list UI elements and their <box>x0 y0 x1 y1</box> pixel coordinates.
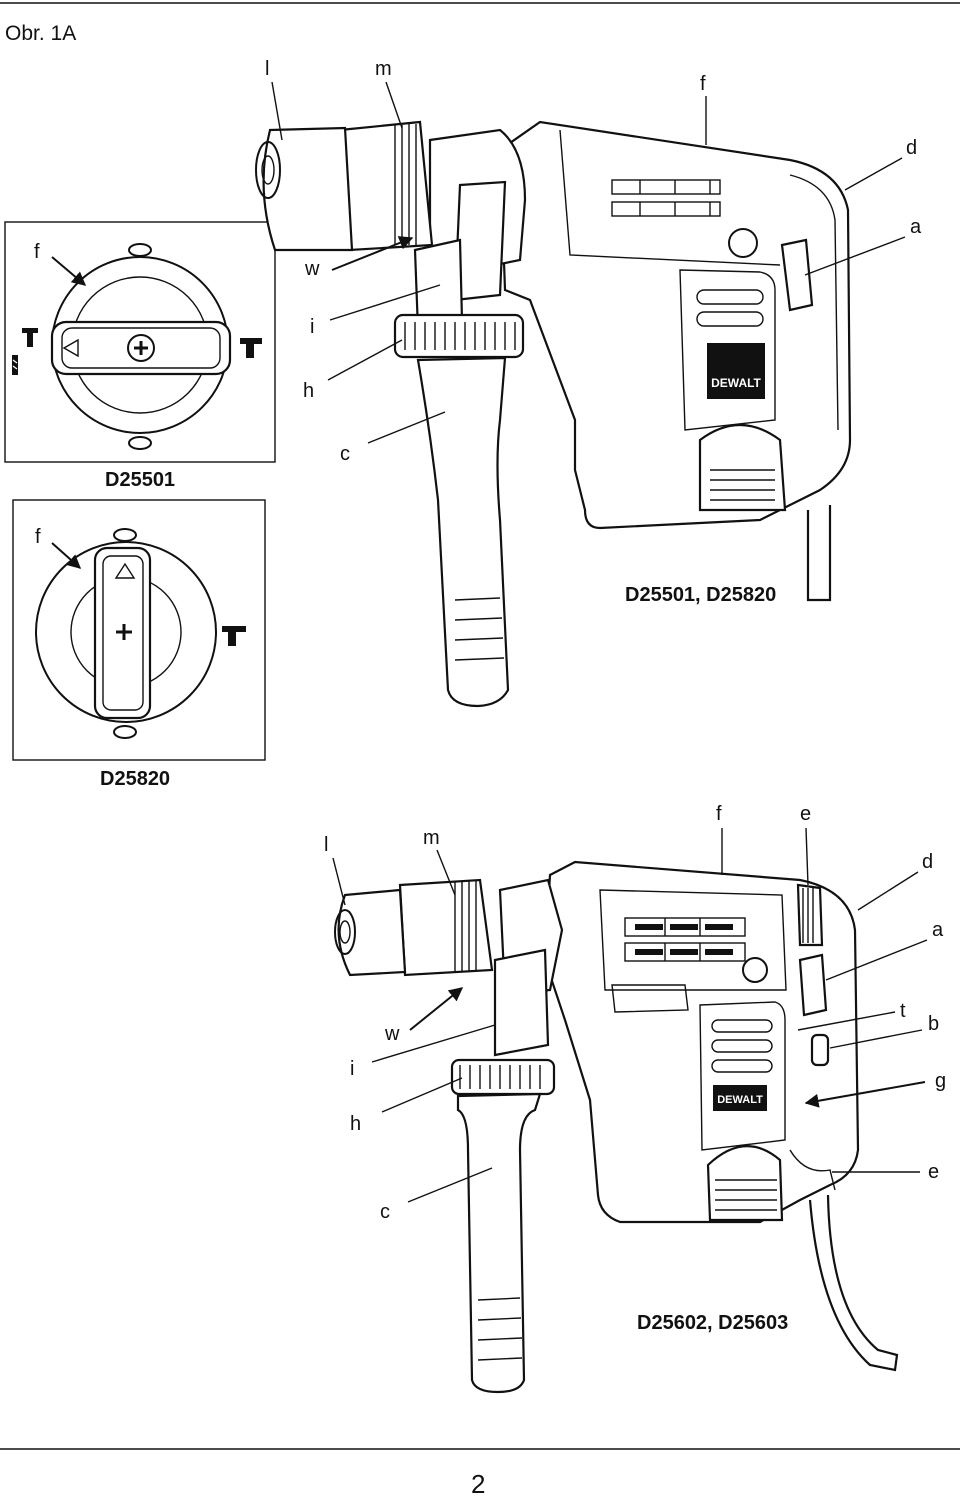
hammer-drill-icon <box>12 328 38 375</box>
brand-plate <box>713 1085 767 1111</box>
caption-d25820: D25820 <box>100 768 170 790</box>
vent-slots <box>611 179 721 217</box>
depth-ring <box>450 1058 556 1096</box>
brand-logo: DEWALT <box>711 376 761 390</box>
label-m: m <box>423 827 440 849</box>
label-f: f <box>34 241 40 263</box>
label-l: l <box>265 58 269 80</box>
motor-housing <box>498 120 852 530</box>
page-number: 2 <box>471 1469 485 1499</box>
label-g: g <box>935 1070 946 1092</box>
caption-bottom-drill: D25602, D25603 <box>637 1312 788 1334</box>
chuck-sleeve <box>338 120 434 252</box>
lock-ring-icon <box>128 243 152 257</box>
label-i: i <box>310 316 314 338</box>
label-t: t <box>900 1000 906 1022</box>
label-c: c <box>380 1201 390 1223</box>
label-b: b <box>928 1013 939 1035</box>
speed-dial <box>742 957 768 983</box>
label-h: h <box>350 1113 361 1135</box>
handle-collar <box>493 948 550 1057</box>
tool-holder <box>337 888 407 977</box>
label-e: e <box>928 1161 939 1183</box>
label-w: w <box>304 258 320 280</box>
chisel-icon <box>240 338 262 358</box>
caption-d25501: D25501 <box>105 469 175 491</box>
motor-housing <box>543 860 860 1224</box>
rear-collar <box>796 883 824 947</box>
label-d: d <box>906 137 917 159</box>
label-w: w <box>384 1023 400 1045</box>
bottom-drill-illustration: DEWALT l m f e d a <box>324 803 946 1394</box>
lock-button <box>810 1033 830 1067</box>
label-e: e <box>800 803 811 825</box>
label-a: a <box>910 216 922 238</box>
label-f: f <box>700 73 706 95</box>
handle-collar <box>453 180 507 302</box>
brand-plate <box>707 343 765 399</box>
label-d: d <box>922 851 933 873</box>
chisel-icon <box>222 626 246 646</box>
power-cord <box>806 505 832 602</box>
brand-logo: DEWALT <box>717 1094 763 1106</box>
label-l: l <box>324 834 328 856</box>
label-h: h <box>303 380 314 402</box>
caption-top-drill: D25501, D25820 <box>625 584 776 606</box>
depth-ring <box>393 313 525 359</box>
label-f: f <box>716 803 722 825</box>
inset-d25501: f <box>4 221 276 463</box>
label-i: i <box>350 1058 354 1080</box>
end-cap <box>706 1145 784 1222</box>
chuck-sleeve <box>398 878 494 977</box>
side-handle-grip <box>416 356 510 708</box>
side-handle-grip <box>456 1092 542 1394</box>
trigger-switch <box>780 238 814 312</box>
lock-ring-icon <box>128 436 152 450</box>
trigger-switch <box>798 953 828 1017</box>
figure-title: Obr. 1A <box>5 22 76 45</box>
label-f: f <box>35 526 41 548</box>
inset-d25820: f <box>12 499 266 761</box>
speed-dial <box>728 228 758 258</box>
label-m: m <box>375 58 392 80</box>
lock-ring-icon <box>113 725 137 739</box>
end-cap <box>698 423 787 512</box>
label-a: a <box>932 919 944 941</box>
vent-slots <box>624 917 746 962</box>
tool-holder <box>262 126 354 252</box>
lock-ring-icon <box>113 528 137 542</box>
label-c: c <box>340 443 350 465</box>
top-drill-illustration: DEWALT l m f d a w i h <box>255 58 922 708</box>
power-cord <box>808 1194 899 1372</box>
